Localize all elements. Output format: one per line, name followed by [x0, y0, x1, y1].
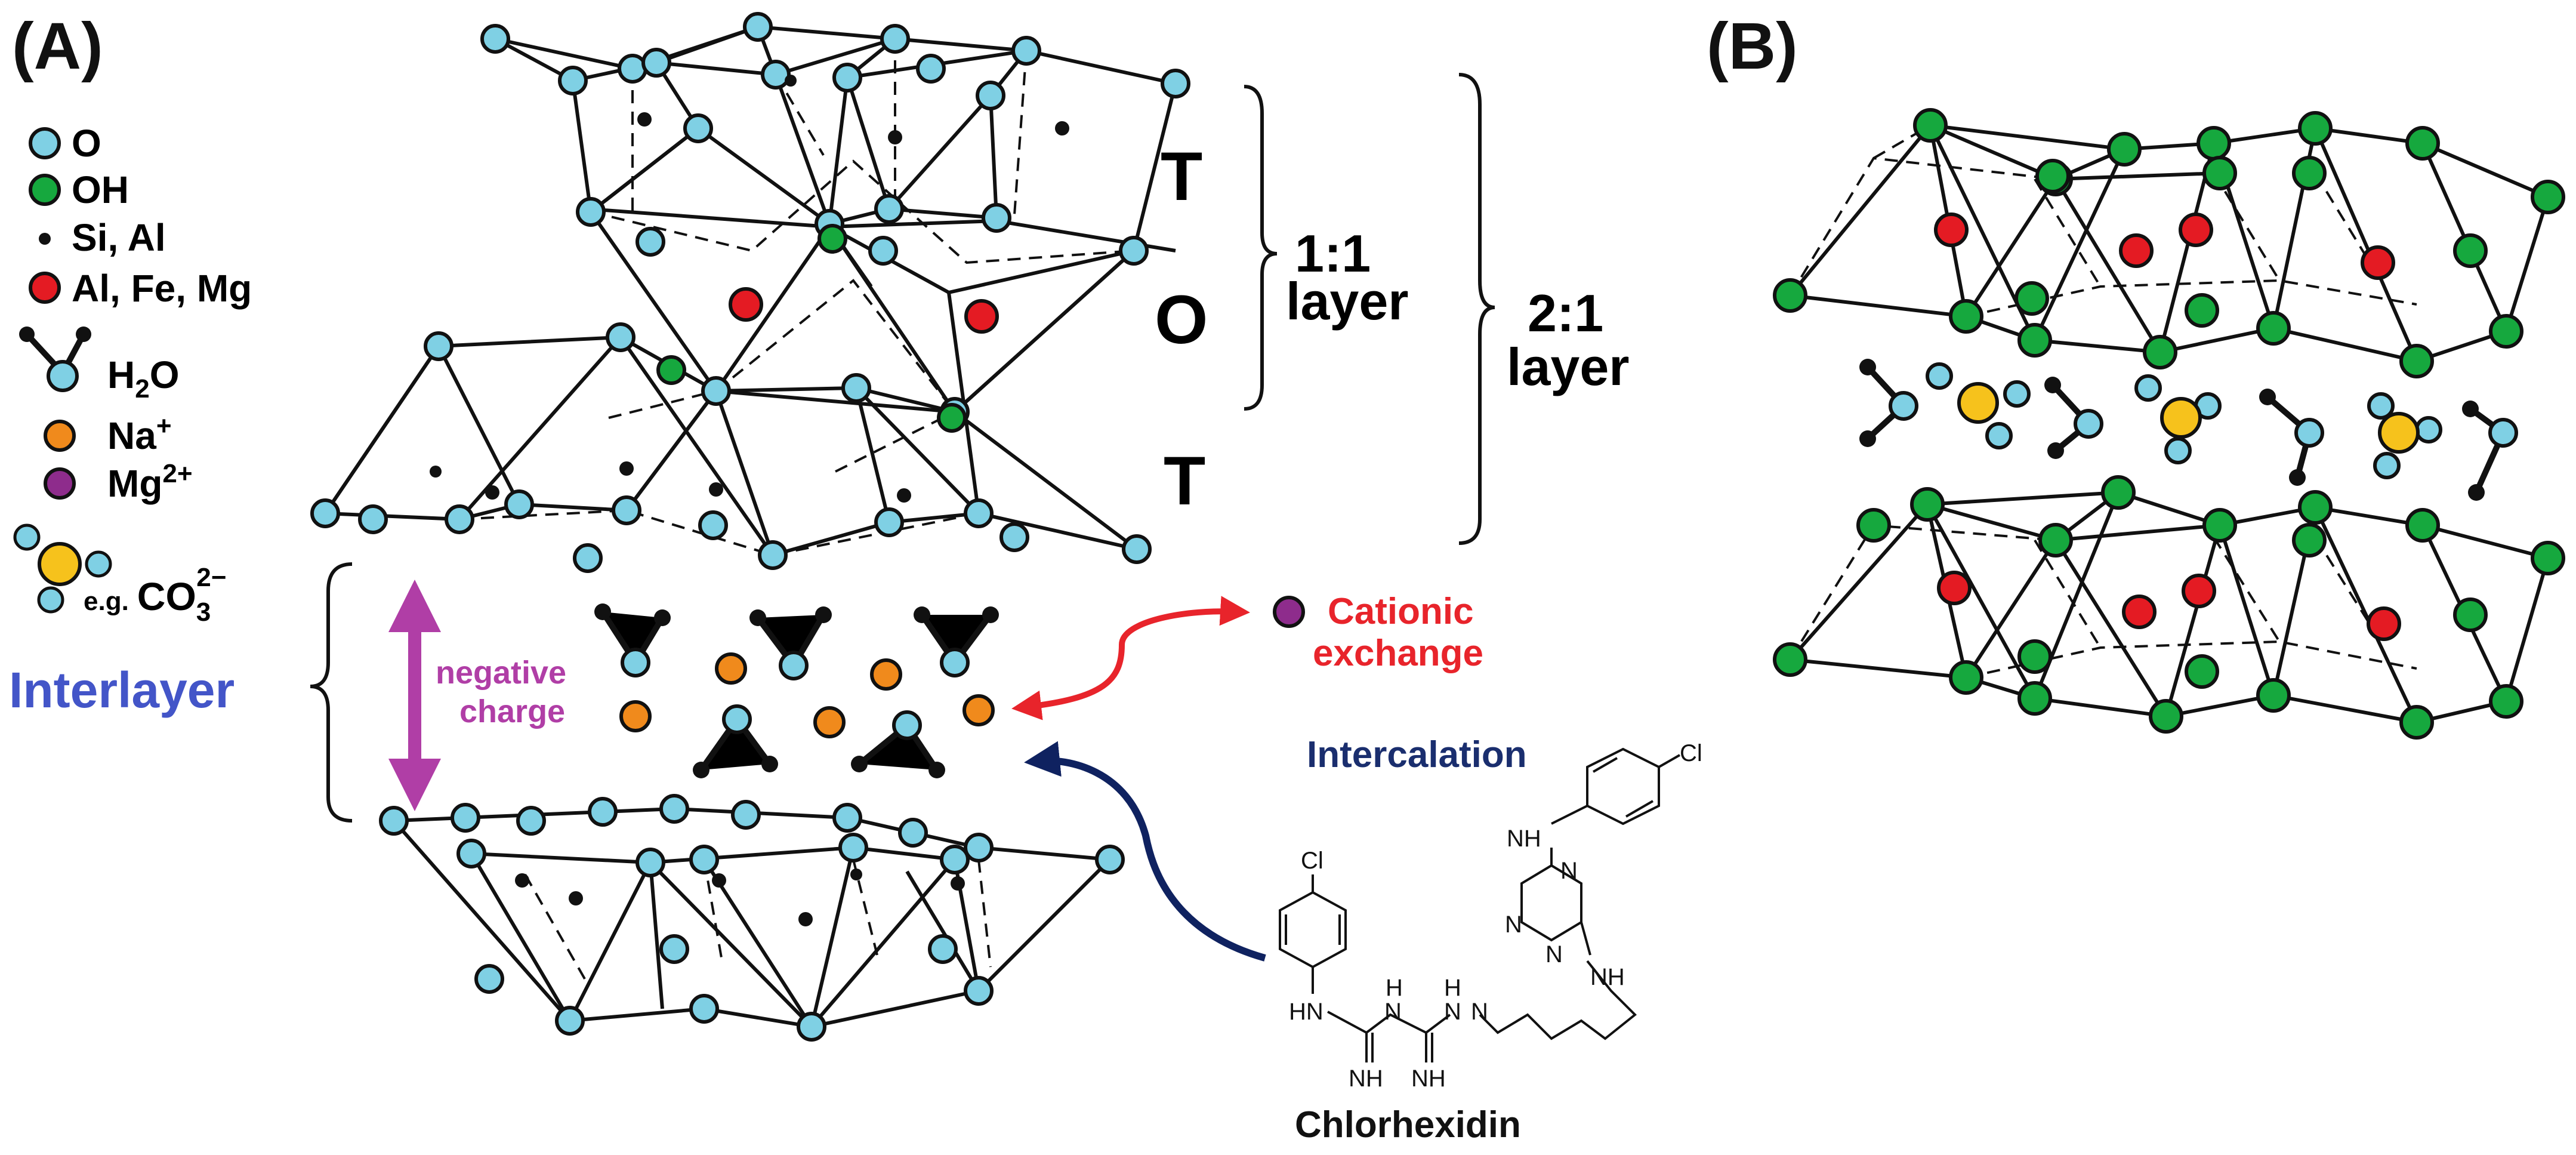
- lower-tetrahedral-sheet: [392, 806, 1112, 1030]
- svg-text:NH: NH: [1590, 964, 1625, 990]
- svg-text:N: N: [1384, 999, 1402, 1025]
- panel-b-interlayer: [1859, 359, 2518, 501]
- panel-b-upper-dashed: [1789, 124, 2417, 318]
- panel-b-upper-hydroxyls: [1773, 108, 2565, 378]
- interlayer-water-molecules: [594, 603, 999, 778]
- legend-h2o-label: H2O: [107, 353, 179, 404]
- intercalation-label: Intercalation: [1307, 734, 1527, 775]
- cationic-exchange-label-b: exchange: [1313, 633, 1483, 674]
- cationic-exchange-label-a: Cationic: [1328, 591, 1474, 632]
- svg-text:N: N: [1560, 858, 1578, 884]
- legend-si-al-label: Si, Al: [72, 216, 166, 259]
- svg-text:Cl: Cl: [1680, 740, 1702, 766]
- interlayer-sodium-ions: [619, 652, 995, 738]
- tot-upper-dashed: [459, 39, 1134, 557]
- legend-mg-label: Mg2+: [107, 459, 193, 505]
- upper-si-al-atoms: [430, 75, 1069, 503]
- chlorhexidin-label: Chlorhexidin: [1295, 1104, 1521, 1145]
- svg-text:N: N: [1545, 941, 1563, 968]
- o-mid-label: O: [1155, 282, 1208, 358]
- lower-si-al-atoms: [515, 868, 965, 926]
- svg-text:N: N: [1505, 911, 1522, 938]
- layer-21-label-a: 2:1: [1528, 284, 1603, 343]
- legend: O OH Si, Al Al, Fe, Mg H2O Na+ Mg2+ e.g.…: [13, 122, 252, 627]
- layer-11-label-b: layer: [1286, 272, 1409, 331]
- upper-octahedral-cations: [729, 287, 999, 334]
- legend-oh-label: OH: [72, 168, 129, 211]
- brace-1-1-layer: [1244, 85, 1278, 411]
- panel-b-upper-sheet: [1788, 123, 2550, 364]
- interlayer-brace: [310, 562, 353, 823]
- negative-charge-label-a: negative: [436, 655, 566, 691]
- chlorhexidine-structure: [1279, 747, 1680, 1062]
- upper-oxygen-atoms: [310, 12, 1190, 573]
- water-molecule-icon: [19, 327, 91, 392]
- svg-text:NH: NH: [1507, 826, 1541, 852]
- svg-text:HN: HN: [1289, 999, 1324, 1025]
- layer-21-label-b: layer: [1507, 337, 1630, 396]
- intercalation-arrow: [1024, 741, 1266, 962]
- legend-co3-label: e.g.CO32−: [84, 563, 226, 627]
- t-top-label: T: [1161, 138, 1202, 215]
- magnesium-ion-icon: [44, 467, 76, 500]
- carbonate-anion-icon: [13, 523, 112, 614]
- sodium-ion-icon: [44, 420, 76, 452]
- panel-a-label: (A): [12, 10, 103, 83]
- cationic-exchange-arrow: [1011, 596, 1250, 720]
- upper-hydroxyl-atoms: [656, 224, 967, 433]
- panel-b-label: (B): [1707, 10, 1798, 83]
- svg-text:Cl: Cl: [1301, 848, 1324, 874]
- si-al-atom-icon: [39, 233, 51, 245]
- lower-oxygen-atoms: [379, 794, 1125, 1042]
- svg-text:NH: NH: [1349, 1065, 1383, 1092]
- legend-o-label: O: [72, 122, 101, 165]
- t-bottom-label: T: [1164, 443, 1205, 519]
- panel-b-upper-cations: [1934, 212, 2395, 280]
- svg-text:N: N: [1471, 999, 1488, 1025]
- svg-text:H: H: [1444, 975, 1461, 1001]
- chlorhexidine-atom-labels: Cl Cl NH N N N NH HN H N H N N NH NH: [1289, 740, 1702, 1092]
- legend-na-label: Na+: [107, 411, 172, 457]
- svg-text:H: H: [1386, 975, 1403, 1001]
- layer-11-label-a: 1:1: [1295, 224, 1371, 283]
- exchange-magnesium-ion: [1273, 596, 1305, 628]
- svg-text:NH: NH: [1411, 1065, 1446, 1092]
- legend-al-fe-mg-label: Al, Fe, Mg: [72, 267, 252, 310]
- oxygen-atom-icon: [29, 127, 61, 159]
- hydroxyl-atom-icon: [29, 174, 61, 206]
- interlayer-label: Interlayer: [9, 662, 235, 718]
- svg-text:N: N: [1444, 999, 1461, 1025]
- lower-tetrahedral-dashed: [524, 859, 992, 980]
- panel-b-lower-cations: [1937, 571, 2401, 641]
- al-fe-mg-atom-icon: [29, 272, 61, 304]
- panel-b-lower-hydroxyls: [1773, 475, 2565, 740]
- negative-charge-label-b: charge: [459, 694, 565, 729]
- brace-2-1-layer: [1458, 73, 1495, 545]
